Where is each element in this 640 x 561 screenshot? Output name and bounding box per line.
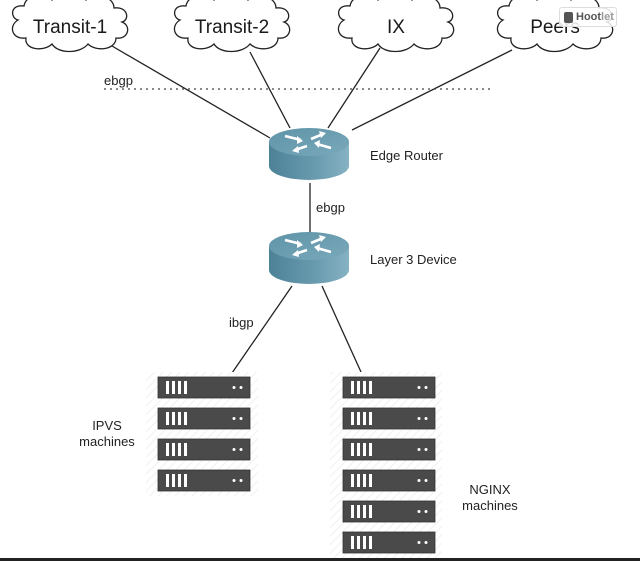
server-icon: [342, 469, 436, 492]
hootlet-overlay-button[interactable]: Hootlet: [559, 7, 617, 27]
link-l3-to-nginx: [321, 285, 362, 373]
cloud-transit-1: Transit-1: [11, 0, 129, 53]
nginx-label-line2: machines: [462, 498, 518, 513]
hootlet-label: Hootlet: [576, 11, 614, 23]
server-icon: [342, 500, 436, 523]
server-icon: [342, 407, 436, 430]
owl-icon: [564, 11, 573, 23]
router-icon: [267, 230, 351, 286]
cloud-transit-2: Transit-2: [173, 0, 291, 53]
edge-router: [267, 126, 351, 182]
ipvs-label-line2: machines: [79, 434, 135, 449]
hootlet-label-b: let: [601, 11, 614, 23]
cloud-label: IX: [387, 17, 405, 38]
ipvs-label-line1: IPVS: [92, 418, 122, 433]
edge-router-label: Edge Router: [370, 148, 444, 163]
server-icon: [342, 376, 436, 399]
cloud-label: Transit-1: [33, 17, 107, 38]
layer3-device-label: Layer 3 Device: [370, 252, 457, 267]
bottom-border: [0, 558, 640, 561]
link-ix: [327, 47, 381, 129]
nginx-label-line1: NGINX: [469, 482, 511, 497]
link-l3-to-ipvs: [231, 285, 293, 374]
ibgp-label: ibgp: [229, 315, 254, 330]
server-icon: [157, 469, 251, 492]
links: [111, 45, 513, 374]
ebgp-edge-l3-label: ebgp: [316, 200, 345, 215]
server-icon: [342, 438, 436, 461]
router-icon: [267, 126, 351, 182]
cloud-label: Transit-2: [195, 17, 269, 38]
link-transit-1: [111, 45, 271, 139]
server-icon: [157, 438, 251, 461]
hootlet-label-a: Hoot: [576, 11, 602, 23]
link-peers: [351, 49, 513, 131]
server-icon: [342, 531, 436, 554]
server-icon: [157, 407, 251, 430]
ebgp-upstream-label: ebgp: [104, 73, 133, 88]
layer3-device: [267, 230, 351, 286]
server-icon: [157, 376, 251, 399]
link-transit-2: [249, 51, 291, 129]
cloud-ix: IX: [337, 0, 455, 53]
nginx-group-bg: [330, 372, 442, 558]
